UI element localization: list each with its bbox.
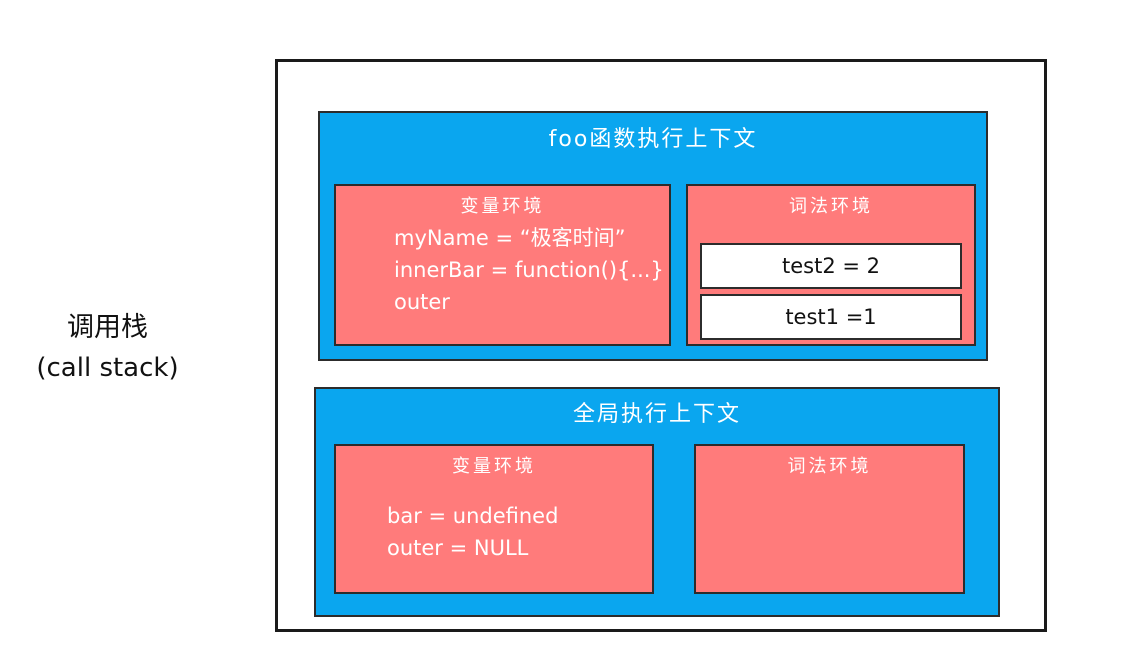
foo-var-line-outer: outer <box>394 290 450 314</box>
global-lexical-environment: 词法环境 <box>694 444 965 594</box>
foo-variable-environment-lines: myName = “极客时间” innerBar = function(){..… <box>394 222 664 318</box>
lexical-slot-test1: test1 =1 <box>700 294 962 340</box>
call-stack-label: 调用栈 (call stack) <box>20 308 195 388</box>
call-stack-label-cn: 调用栈 <box>67 312 148 343</box>
foo-variable-environment-title: 变量环境 <box>460 196 545 217</box>
foo-var-line-myname: myName = “极客时间” <box>394 226 626 250</box>
foo-execution-context: foo函数执行上下文 变量环境 myName = “极客时间” innerBar… <box>318 111 988 361</box>
foo-lexical-environment: 词法环境 test2 = 2 test1 =1 <box>686 184 976 346</box>
foo-lexical-environment-title: 词法环境 <box>789 196 873 217</box>
call-stack-frame: foo函数执行上下文 变量环境 myName = “极客时间” innerBar… <box>275 59 1047 632</box>
global-variable-environment: 变量环境 bar = undefined outer = NULL <box>334 444 654 594</box>
foo-context-title: foo函数执行上下文 <box>548 127 758 152</box>
global-execution-context: 全局执行上下文 变量环境 bar = undefined outer = NUL… <box>314 387 1000 617</box>
global-variable-environment-lines: bar = undefined outer = NULL <box>387 500 558 564</box>
global-context-title: 全局执行上下文 <box>572 402 741 427</box>
global-variable-environment-title: 变量环境 <box>452 456 536 477</box>
call-stack-label-en: (call stack) <box>36 353 179 383</box>
global-var-line-bar: bar = undefined <box>387 504 559 528</box>
lexical-slot-test2: test2 = 2 <box>700 243 962 289</box>
foo-var-line-innerbar: innerBar = function(){...} <box>394 258 664 282</box>
global-var-line-outer: outer = NULL <box>387 536 529 560</box>
foo-variable-environment: 变量环境 myName = “极客时间” innerBar = function… <box>334 184 671 346</box>
global-lexical-environment-title: 词法环境 <box>787 456 872 477</box>
